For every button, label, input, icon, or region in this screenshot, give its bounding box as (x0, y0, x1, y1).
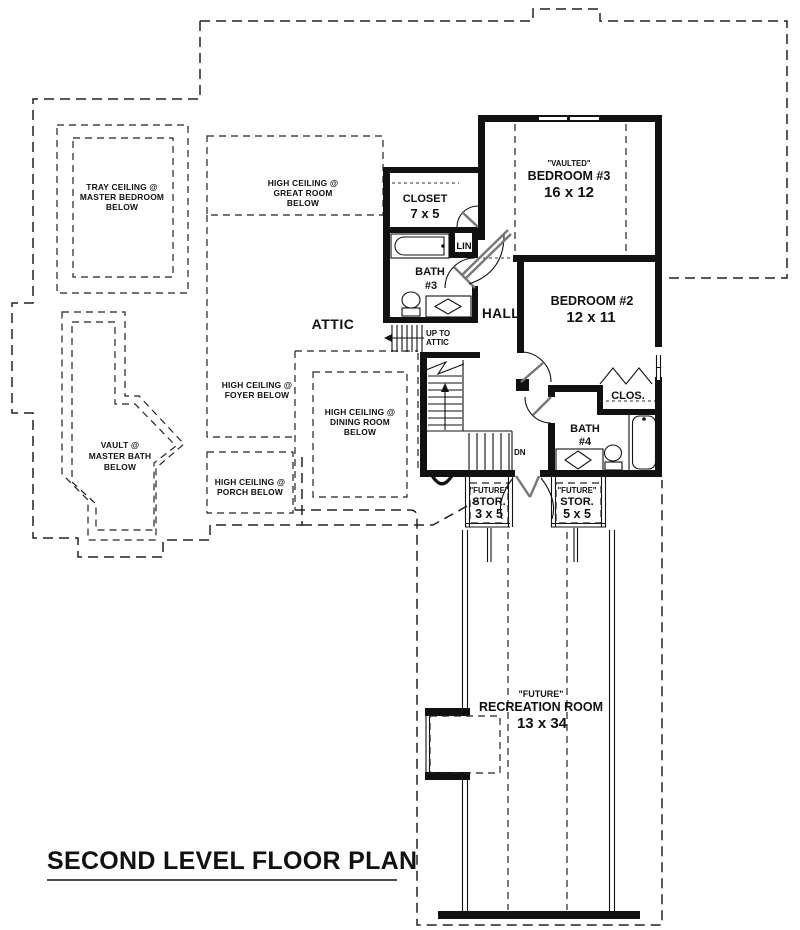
bedroom3-vault-lines (514, 124, 627, 253)
clos-label: CLOS. (611, 390, 645, 402)
bath3-label: BATH (415, 266, 445, 278)
stor3-label: STOR. (472, 496, 505, 508)
tray-ceiling-line3: BELOW (106, 202, 138, 212)
faucet-icon (642, 417, 646, 421)
bath4-fixtures (555, 411, 660, 474)
bedroom2-label: BEDROOM #2 (551, 294, 634, 308)
toilet-icon (401, 291, 421, 309)
bedroom3-label: BEDROOM #3 (528, 169, 611, 183)
vault-line1: VAULT @ (101, 440, 140, 450)
bath3-number: #3 (425, 280, 437, 292)
vault-line2: MASTER BATH (89, 451, 152, 461)
storage-rec-walls (438, 477, 640, 919)
stor3-dim: 3 x 5 (475, 507, 503, 521)
master-bedroom-below-outline (56, 124, 189, 294)
up-to-attic-line2: ATTIC (426, 338, 449, 347)
bedroom3-dim: 16 x 12 (544, 184, 594, 201)
stor3-tag: "FUTURE" (469, 486, 508, 495)
sink-icon (433, 298, 463, 315)
great-room-line2: GREAT ROOM (273, 188, 332, 198)
dining-line1: HIGH CEILING @ (325, 407, 396, 417)
vanity-icon (425, 295, 472, 318)
stor5-label: STOR. (560, 496, 593, 508)
outer-boundary-dashed (11, 8, 788, 926)
vault-line3: BELOW (104, 462, 136, 472)
bath3-fixtures (390, 233, 472, 318)
below-level-labels: TRAY CEILING @ MASTER BEDROOM BELOW HIGH… (80, 178, 395, 497)
linen-label: LIN (456, 241, 471, 252)
dining-line3: BELOW (344, 427, 376, 437)
bathtub-icon (390, 233, 450, 259)
great-room-below-outline (206, 135, 384, 216)
bath4-number: #4 (579, 436, 592, 448)
great-room-line3: BELOW (287, 198, 319, 208)
faucet-icon (441, 244, 445, 248)
closet-label: CLOSET (403, 193, 448, 205)
master-bath-below-outline (61, 311, 185, 541)
porch-line1: HIGH CEILING @ (215, 477, 286, 487)
foyer-line2: FOYER BELOW (225, 390, 290, 400)
attic-staircase (384, 325, 424, 352)
fireplace (425, 708, 501, 780)
up-to-attic-line1: UP TO (426, 329, 450, 338)
porch-below-outline (206, 451, 294, 514)
plan-title: SECOND LEVEL FLOOR PLAN (47, 847, 417, 881)
toilet-icon (603, 444, 623, 462)
foyer-line1: HIGH CEILING @ (222, 380, 293, 390)
closet-dim: 7 x 5 (411, 206, 440, 221)
room-labels: CLOSET 7 x 5 LIN BATH #3 "VAULTED" BEDRO… (312, 159, 645, 732)
doors (392, 182, 655, 520)
dining-line2: DINING ROOM (330, 417, 390, 427)
stor5-tag: "FUTURE" (557, 486, 596, 495)
dn-label: DN (514, 448, 526, 457)
porch-line2: PORCH BELOW (217, 487, 283, 497)
hall-label: HALL (482, 306, 520, 321)
great-room-line1: HIGH CEILING @ (268, 178, 339, 188)
tray-ceiling-line2: MASTER BEDROOM (80, 192, 164, 202)
attic-label: ATTIC (312, 316, 355, 332)
stor5-dim: 5 x 5 (563, 507, 591, 521)
plan-title-text: SECOND LEVEL FLOOR PLAN (47, 847, 417, 875)
windows (539, 115, 662, 380)
vanity-icon (555, 448, 604, 472)
tray-ceiling-line1: TRAY CEILING @ (86, 182, 157, 192)
rec-dim: 13 x 34 (517, 715, 568, 732)
sink-icon (564, 450, 592, 470)
rec-tag: "FUTURE" (518, 689, 563, 699)
bath4-label: BATH (570, 423, 600, 435)
foyer-below-outline (206, 215, 419, 510)
rec-label: RECREATION ROOM (479, 700, 603, 714)
bedroom3-tag: "VAULTED" (547, 159, 590, 168)
bedroom2-dim: 12 x 11 (566, 309, 615, 326)
bathtub-icon (628, 411, 660, 474)
main-staircase (425, 360, 513, 470)
